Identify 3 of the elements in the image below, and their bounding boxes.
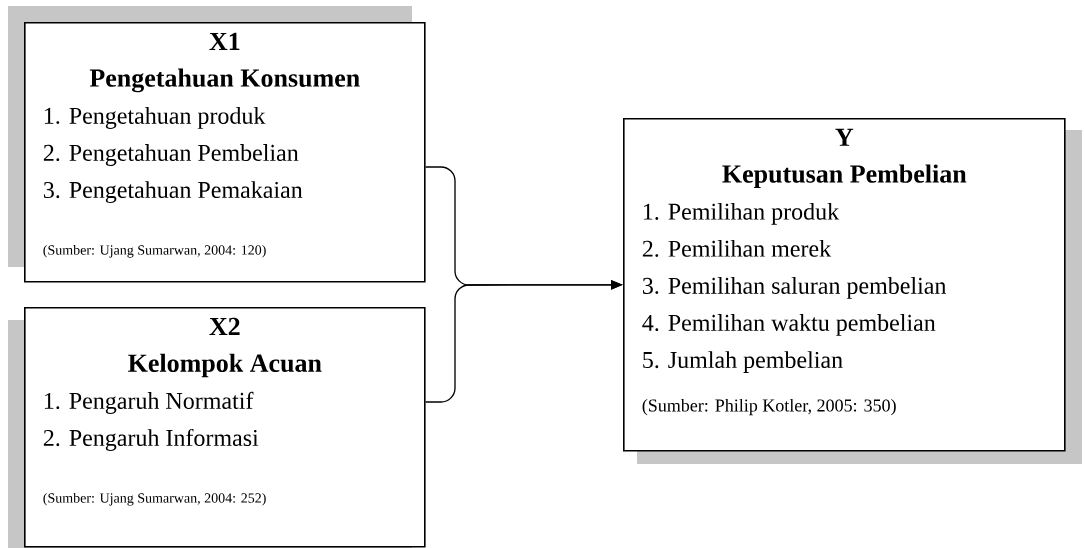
text-box: X2 Kelompok Acuan 1. Pengaruh Normatif 2. Pengaruh Informasi (Sumber: Ujang Sumarwan, 2004: 252) bbox=[24, 307, 426, 548]
text-box: X1 Pengetahuan Konsumen 1. Pengetahuan produk 2. Pengetahuan Pembelian 3. Pengetahuan Pemakaian (Sumber: Ujang Sumarwan, 2004: 120) bbox=[24, 22, 426, 283]
text-box: Y Keputusan Pembelian 1. Pemilihan produk 2. Pemilihan merek 3. Pemilihan saluran pembelian 4. Pemilihan waktu pembelian 5. Jumlah pembelian (Sumber: Philip Kotler, 2005: 350) bbox=[623, 118, 1066, 452]
